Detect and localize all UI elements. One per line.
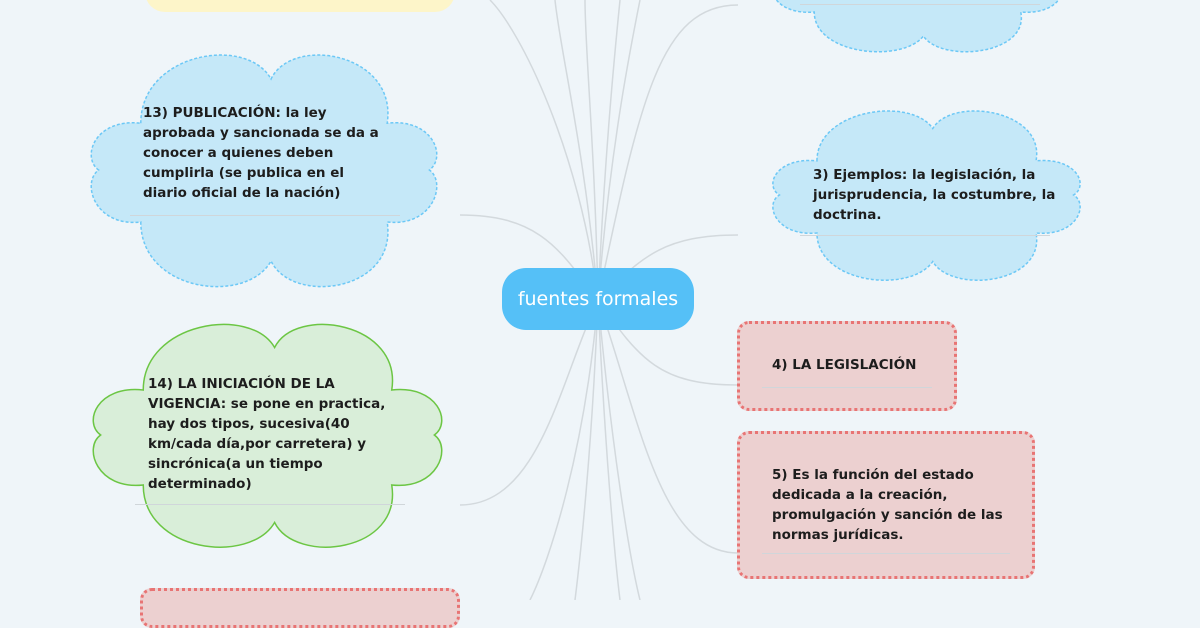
node-14-iniciacion-vigencia[interactable]: 14) LA INICIACIÓN DE LA VIGENCIA: se pon… bbox=[90, 310, 445, 560]
node-4-legislacion[interactable]: 4) LA LEGISLACIÓN bbox=[737, 321, 957, 411]
node-text: 13) PUBLICACIÓN: la ley aprobada y sanci… bbox=[143, 105, 379, 201]
node-pink-partial[interactable] bbox=[140, 588, 460, 628]
node-yellow-partial[interactable] bbox=[145, 0, 455, 12]
node-13-publicacion[interactable]: 13) PUBLICACIÓN: la ley aprobada y sanci… bbox=[88, 40, 440, 300]
node-5-funcion-estado[interactable]: 5) Es la función del estado dedicada a l… bbox=[737, 431, 1035, 579]
node-3-ejemplos[interactable]: 3) Ejemplos: la legislación, la jurispru… bbox=[770, 100, 1083, 290]
node-text: 3) Ejemplos: la legislación, la jurispru… bbox=[813, 167, 1056, 223]
central-topic[interactable]: fuentes formales bbox=[502, 268, 694, 330]
node-text: 4) LA LEGISLACIÓN bbox=[772, 357, 917, 373]
node-top-right-partial[interactable] bbox=[770, 0, 1065, 60]
connector-lines bbox=[459, 0, 739, 600]
node-text: 5) Es la función del estado dedicada a l… bbox=[772, 467, 1003, 543]
node-text: 14) LA INICIACIÓN DE LA VIGENCIA: se pon… bbox=[148, 376, 386, 492]
